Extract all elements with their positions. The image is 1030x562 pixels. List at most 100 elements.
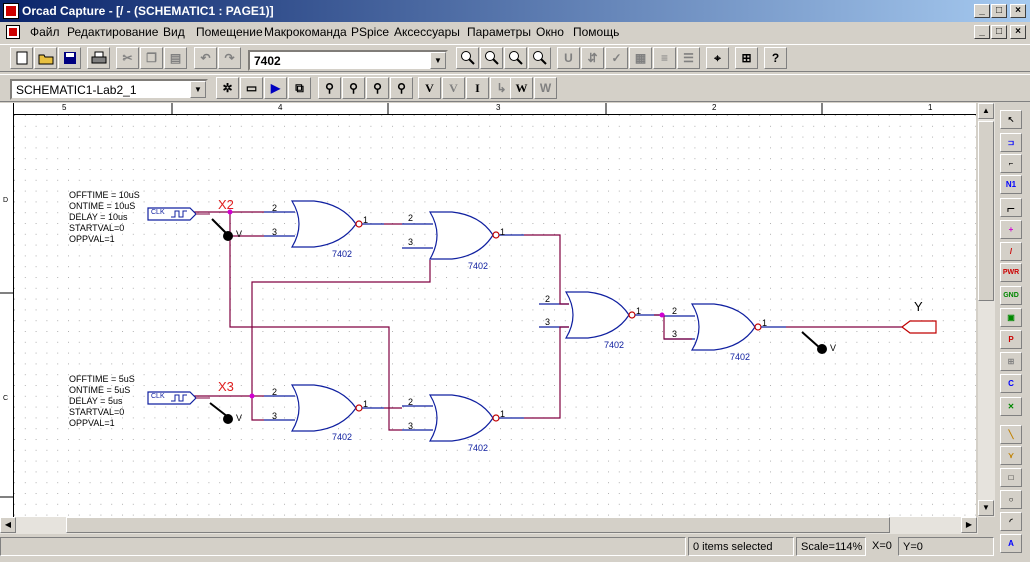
menu-accessories[interactable]: Аксессуары xyxy=(394,25,460,39)
place-bus-icon[interactable]: ⌐ xyxy=(1000,198,1022,217)
menu-options[interactable]: Параметры xyxy=(467,25,531,39)
menu-file[interactable]: Файл xyxy=(30,25,60,39)
zoom-out-icon[interactable] xyxy=(480,47,503,69)
bias-voltage-icon[interactable]: V xyxy=(418,77,441,99)
scroll-left-icon[interactable]: ◀ xyxy=(0,517,16,533)
place-line-icon[interactable]: ╲ xyxy=(1000,425,1022,444)
gate6-part-name[interactable]: 7402 xyxy=(468,443,489,453)
doc-minimize-button[interactable]: _ xyxy=(974,25,990,39)
view-results-icon[interactable]: ⧉ xyxy=(288,77,311,99)
chevron-down-icon[interactable]: ▼ xyxy=(190,81,206,98)
place-bus-entry-icon[interactable]: / xyxy=(1000,242,1022,261)
output-net-label[interactable]: Y xyxy=(914,299,923,314)
schematic-canvas[interactable]: OFFTIME = 10uS ONTIME = 10uS DELAY = 10u… xyxy=(14,115,976,517)
nor-gate-u1 xyxy=(290,200,357,248)
menu-help[interactable]: Помощь xyxy=(573,25,620,39)
save-icon[interactable] xyxy=(58,47,81,69)
gate5-part-name[interactable]: 7402 xyxy=(332,432,353,442)
zoom-all-icon[interactable] xyxy=(528,47,551,69)
app-icon[interactable] xyxy=(3,3,19,19)
print-icon[interactable] xyxy=(87,47,110,69)
place-power-icon[interactable]: PWR xyxy=(1000,263,1022,282)
redo-icon[interactable]: ↷ xyxy=(218,47,241,69)
marker-current-icon[interactable]: ⚲ xyxy=(366,77,389,99)
place-rectangle-icon[interactable]: □ xyxy=(1000,468,1022,487)
place-ground-icon[interactable]: GND xyxy=(1000,286,1022,305)
gate4-part-name[interactable]: 7402 xyxy=(730,352,751,362)
vertical-scroll-thumb[interactable] xyxy=(978,121,994,301)
gate3-part-name[interactable]: 7402 xyxy=(604,340,625,350)
bias-current-icon[interactable]: I xyxy=(466,77,489,99)
open-icon[interactable] xyxy=(34,47,57,69)
close-button[interactable]: × xyxy=(1010,4,1026,18)
menu-view[interactable]: Вид xyxy=(163,25,185,39)
maximize-button[interactable]: □ xyxy=(991,4,1007,18)
paste-icon[interactable]: ▤ xyxy=(164,47,187,69)
new-icon[interactable] xyxy=(10,47,33,69)
place-arc-icon[interactable]: ◜ xyxy=(1000,512,1022,531)
place-off-page-connector-icon[interactable]: C xyxy=(1000,374,1022,393)
doc-close-button[interactable]: × xyxy=(1010,25,1026,39)
place-ellipse-icon[interactable]: ○ xyxy=(1000,490,1022,509)
net-label-x2[interactable]: X2 xyxy=(218,197,234,212)
cut-icon[interactable]: ✂ xyxy=(116,47,139,69)
place-junction-icon[interactable]: + xyxy=(1000,220,1022,239)
doc-restore-button[interactable]: □ xyxy=(991,25,1007,39)
menu-edit[interactable]: Редактирование xyxy=(67,25,159,39)
cross-reference-icon[interactable]: ≡ xyxy=(653,47,676,69)
schematic-combo[interactable]: SCHEMATIC1-Lab2_1 ▼ xyxy=(10,79,208,100)
new-simulation-profile-icon[interactable]: ✲ xyxy=(216,77,239,99)
edit-simulation-icon[interactable]: ▭ xyxy=(240,77,263,99)
vertical-scrollbar[interactable]: ▲ ▼ xyxy=(978,103,995,517)
marker-voltage-icon[interactable]: ⚲ xyxy=(318,77,341,99)
copy-icon[interactable]: ❐ xyxy=(140,47,163,69)
menu-place[interactable]: Помещение xyxy=(196,25,263,39)
gate1-part-name[interactable]: 7402 xyxy=(332,249,353,259)
zoom-area-icon[interactable] xyxy=(504,47,527,69)
back-annotate-icon[interactable]: ⇵ xyxy=(581,47,604,69)
gate2-part-name[interactable]: 7402 xyxy=(468,261,489,271)
voltage-selected-icon[interactable]: V xyxy=(442,77,465,99)
bom-icon[interactable]: ☰ xyxy=(677,47,700,69)
place-part-icon[interactable]: ⊐ xyxy=(1000,133,1022,152)
chevron-down-icon[interactable]: ▼ xyxy=(430,52,446,69)
ruler-label: 2 xyxy=(712,103,717,112)
drc-icon[interactable]: ✓ xyxy=(605,47,628,69)
current-selected-icon[interactable]: ↳ xyxy=(490,77,513,99)
run-icon[interactable]: ▶ xyxy=(264,77,287,99)
bias-power-icon[interactable]: W xyxy=(510,77,533,99)
place-net-alias-icon[interactable]: N1 xyxy=(1000,175,1022,194)
place-wire-icon[interactable]: ⌐ xyxy=(1000,154,1022,173)
document-icon[interactable] xyxy=(6,25,20,39)
place-no-connect-icon[interactable]: ✕ xyxy=(1000,397,1022,416)
menu-pspice[interactable]: PSpice xyxy=(351,25,390,39)
netlist-icon[interactable]: ▦ xyxy=(629,47,652,69)
power-selected-icon[interactable]: W xyxy=(534,77,557,99)
horizontal-scrollbar[interactable]: ◀ ▶ xyxy=(0,517,978,534)
select-tool-icon[interactable]: ↖ xyxy=(1000,110,1022,129)
scroll-right-icon[interactable]: ▶ xyxy=(961,517,977,533)
project-manager-icon[interactable]: ⊞ xyxy=(735,47,758,69)
marker-diff-icon[interactable]: ⚲ xyxy=(342,77,365,99)
place-pin-icon[interactable]: ⊞ xyxy=(1000,352,1022,371)
part-combo[interactable]: 7402 ▼ xyxy=(248,50,448,71)
minimize-button[interactable]: _ xyxy=(974,4,990,18)
place-port-icon[interactable]: P xyxy=(1000,330,1022,349)
marker-power-icon[interactable]: ⚲ xyxy=(390,77,413,99)
place-hierarchical-block-icon[interactable]: ▣ xyxy=(1000,308,1022,327)
menu-window[interactable]: Окно xyxy=(536,25,564,39)
net-label-x3[interactable]: X3 xyxy=(218,379,234,394)
place-polyline-icon[interactable]: ⋎ xyxy=(1000,446,1022,465)
horizontal-scroll-thumb[interactable] xyxy=(66,517,890,533)
scroll-up-icon[interactable]: ▲ xyxy=(978,103,994,119)
scroll-down-icon[interactable]: ▼ xyxy=(978,500,994,516)
status-y: Y=0 xyxy=(898,537,994,556)
place-text-icon[interactable]: A xyxy=(1000,534,1022,553)
annotate-icon[interactable]: U xyxy=(557,47,580,69)
zoom-in-icon[interactable] xyxy=(456,47,479,69)
help-button[interactable]: ? xyxy=(764,47,787,69)
undo-icon[interactable]: ↶ xyxy=(194,47,217,69)
snap-grid-icon[interactable]: ⌖ xyxy=(706,47,729,69)
menu-macro[interactable]: Макрокоманда xyxy=(264,25,347,39)
stim2-oppval: OPPVAL=1 xyxy=(69,418,115,428)
